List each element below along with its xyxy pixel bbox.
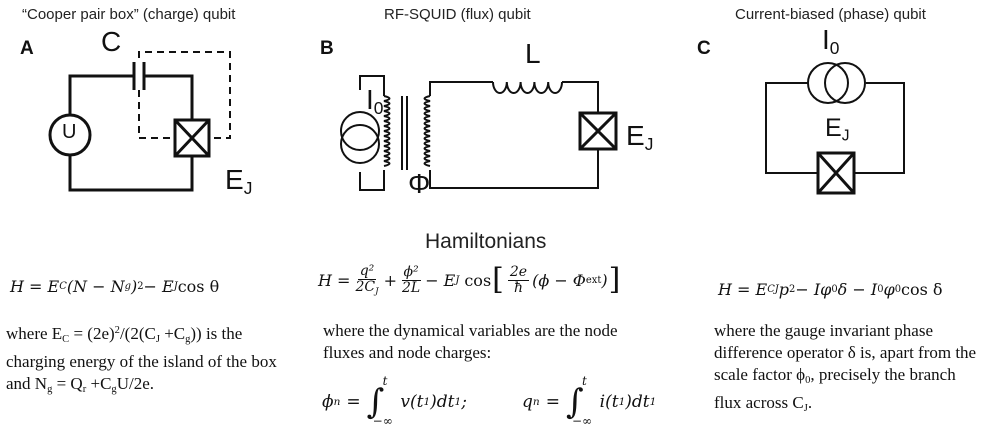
panel-c-title: Current-biased (phase) qubit [735, 6, 926, 23]
wire-b-source-bottom [359, 170, 385, 191]
description-a: where EC = (2e)2/(2(CJ +Cg)) is the char… [6, 323, 277, 396]
wire-a-bottom [68, 155, 194, 192]
capacitor-label: C [101, 26, 122, 57]
primary-coil [383, 95, 391, 167]
josephson-junction-a [173, 118, 211, 158]
description-b: where the dynamical variables are the no… [323, 321, 618, 362]
charge-island-dashed [138, 51, 231, 139]
inductor-label: L [525, 38, 541, 69]
wire-b-top-left [429, 81, 493, 96]
current-b-label: I0 [366, 84, 384, 119]
panel-c-letter: C [697, 38, 711, 59]
panel-b-letter: B [320, 38, 334, 59]
panel-a-title: “Cooper pair box” (charge) qubit [22, 6, 236, 23]
flux-label: Φ [408, 168, 431, 199]
panel-b-title: RF-SQUID (flux) qubit [384, 6, 531, 23]
current-source-c-left [807, 62, 849, 104]
wire-c-right [854, 82, 905, 174]
junction-a-label: EJ [225, 164, 253, 199]
wire-b-bottom [429, 149, 599, 189]
current-source-c-right [824, 62, 866, 104]
panel-a-letter: A [20, 38, 34, 59]
current-source-b-top [340, 111, 380, 151]
charge-qubit-circuit [48, 62, 211, 192]
josephson-junction-b [578, 111, 618, 151]
voltage-source [48, 113, 92, 157]
current-source-b-bottom [340, 124, 380, 164]
source-label: U [62, 121, 77, 143]
wire-b-source-top [359, 75, 385, 96]
current-c-label: I0 [822, 24, 840, 59]
secondary-coil [423, 95, 431, 167]
phase-qubit-circuit [765, 62, 905, 174]
wire-a-top-right [145, 74, 194, 120]
junction-b-label: EJ [626, 120, 654, 155]
circuit-diagrams [48, 51, 905, 195]
hamiltonians-heading: Hamiltonians [425, 230, 547, 253]
junction-c-label: EJ [825, 114, 850, 145]
description-c: where the gauge invariant phase differen… [714, 321, 977, 415]
wire-a-top-left [68, 74, 133, 115]
wire-c-left [765, 82, 818, 174]
wire-b-top-right [562, 81, 599, 113]
josephson-junction-c [816, 151, 856, 195]
flux-qubit-circuit [340, 75, 599, 191]
inductor-coil [492, 81, 563, 94]
